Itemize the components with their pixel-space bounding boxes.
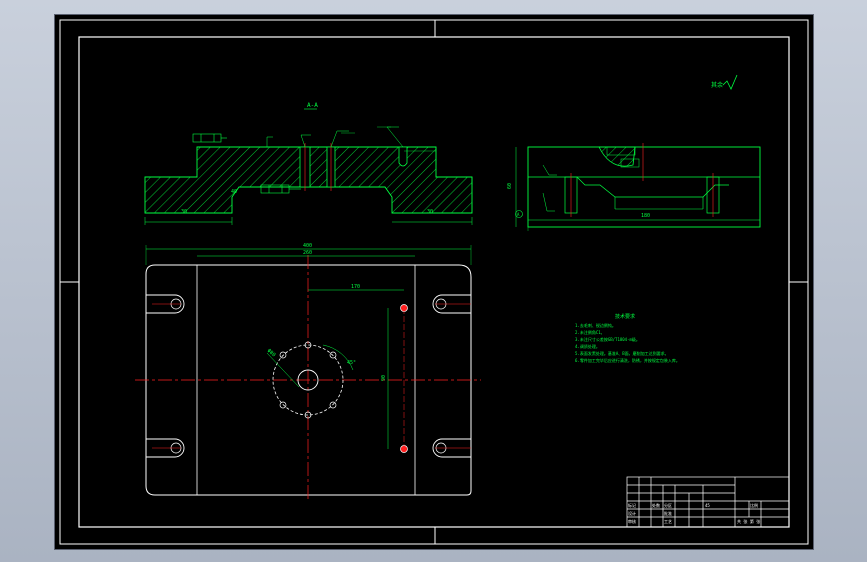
title-block-text: 标记 处数 分区 设计 审核 工艺 批准 45 比例 共 张 第 张 [628, 502, 760, 524]
tb-col2: 处数 [652, 502, 660, 508]
dim-hole-offset: 170 [351, 284, 360, 290]
drawing-frame [59, 19, 809, 545]
tb-process: 工艺 [664, 519, 672, 524]
dim-side-width: 180 [641, 213, 650, 219]
tb-col3: 分区 [664, 502, 672, 508]
tb-sheet: 共 张 第 张 [737, 518, 760, 524]
view-label: A [517, 212, 520, 217]
section-label: A-A [307, 102, 318, 109]
tb-approve: 批准 [664, 510, 672, 516]
title-block [626, 476, 790, 528]
plan-view: 400 260 170 90 Φ80 45° [135, 243, 481, 501]
dim-inner-width: 260 [303, 250, 312, 256]
dim-bottom-left: 30 [181, 209, 187, 215]
note-3: 3.未注尺寸公差按GB/T1804-m级。 [575, 336, 640, 342]
tb-designer: 设计 [628, 510, 636, 516]
drawing-canvas: 其余 A-A 30 30 40 [59, 19, 809, 545]
tb-audit: 审核 [628, 518, 636, 524]
note-1: 1.去毛刺、锐边倒钝。 [575, 322, 616, 328]
notes-title: 技术要求 [615, 313, 635, 320]
dim-bottom-right: 30 [427, 209, 433, 215]
roughness-note: 其余 [711, 74, 738, 90]
roughness-other-label: 其余 [711, 81, 723, 89]
dim-angle: 45° [347, 360, 356, 366]
note-2: 2.未注倒角C1。 [575, 329, 605, 335]
note-6: 6.零件加工完毕后应进行清洗，防锈，并按规定包装入库。 [575, 357, 680, 363]
dim-circle-dia: Φ80 [266, 348, 277, 358]
dim-vertical: 90 [381, 375, 387, 381]
dim-height: 40 [231, 189, 237, 195]
dim-side-height: 60 [507, 183, 513, 189]
tb-col1: 标记 [628, 502, 636, 508]
dim-overall-width: 400 [303, 243, 312, 249]
side-view: 180 60 A [507, 143, 761, 231]
section-view-aa: A-A 30 30 40 [144, 102, 473, 225]
cad-viewport[interactable]: 其余 A-A 30 30 40 [54, 14, 814, 550]
tb-material: 45 [705, 503, 710, 508]
note-5: 5.表面发黑处理。基准A、B面，磨削加工达到要求。 [575, 350, 669, 356]
tb-scale: 比例 [750, 502, 758, 508]
note-4: 4.调质处理。 [575, 343, 600, 349]
technical-notes: 技术要求 1.去毛刺、锐边倒钝。 2.未注倒角C1。 3.未注尺寸公差按GB/T… [575, 313, 680, 363]
